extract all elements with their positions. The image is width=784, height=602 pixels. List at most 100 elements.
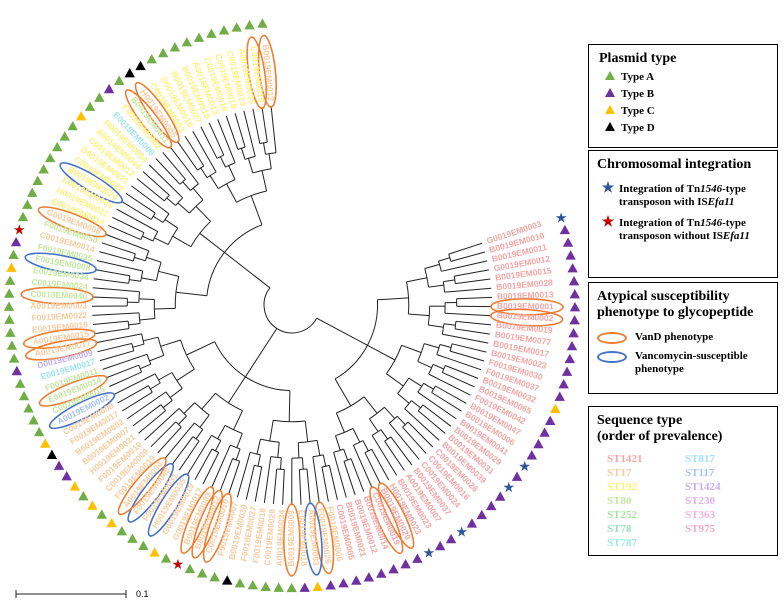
tree-branch [131, 267, 143, 272]
tree-branch [195, 205, 211, 222]
tree-branch [288, 390, 291, 422]
tree-branch [263, 287, 318, 334]
tree-branch [368, 418, 379, 432]
leaf-label: E0019EM0018 [297, 510, 310, 567]
tree-branch [93, 278, 129, 284]
plasmid-type-b-triangle-icon [562, 237, 574, 247]
tree-branch [244, 328, 278, 378]
tree-branch [146, 354, 152, 365]
tree-branch [171, 436, 194, 466]
tree-branch [224, 252, 271, 289]
plasmid-type-a-triangle-icon [4, 288, 15, 298]
tree-branch [335, 435, 341, 451]
tree-branch [139, 363, 151, 370]
tree-branch [149, 354, 164, 362]
tree-branch [104, 233, 139, 248]
plasmid-type-a-triangle-icon [127, 533, 138, 543]
tree-branch [334, 378, 352, 407]
tree-branch [439, 344, 452, 348]
tree-branch [236, 433, 243, 448]
tree-branch [140, 232, 145, 240]
tree-branch [454, 328, 490, 335]
plasmid-type-a-triangle-icon [59, 131, 70, 141]
tree-branch [226, 183, 237, 203]
orange-oval-icon [597, 331, 627, 344]
plasmid-type-a-triangle-icon [32, 175, 43, 186]
vand-phenotype-oval [180, 486, 215, 555]
sequence-type-entry: ST252 [607, 509, 637, 521]
plasmid-type-a-triangle-icon [257, 18, 268, 28]
tree-branch [144, 250, 150, 261]
plasmid-type-c-triangle-icon [550, 403, 561, 414]
tree-branch [157, 426, 182, 454]
blue-star-icon: ★ [503, 481, 516, 496]
tree-branch [225, 115, 239, 150]
tree-branch [125, 192, 156, 214]
plasmid-type-b-triangle-icon [495, 491, 506, 501]
tree-branch [328, 465, 338, 500]
tree-branch [101, 242, 136, 255]
tree-branch [154, 307, 176, 310]
tree-branch [134, 256, 146, 262]
plasmid-type-c-triangle-icon [40, 438, 51, 448]
tree-branch [406, 277, 428, 283]
tree-branch [441, 268, 453, 272]
tree-branch [227, 376, 246, 404]
tree-branch [402, 426, 427, 454]
plasmid-type-d-triangle-icon [222, 575, 233, 585]
tree-branch [154, 373, 161, 384]
tree-branch [186, 444, 206, 476]
vand-phenotype-oval [369, 486, 404, 555]
tree-branch [155, 158, 181, 185]
leaf-label: B0019EM0002 [496, 310, 553, 323]
tree-branch [162, 213, 170, 223]
tree-branch [108, 225, 141, 241]
vand-phenotype-oval [22, 328, 96, 349]
tree-branch [353, 440, 364, 446]
tree-branch [219, 458, 234, 492]
tree-branch [163, 194, 170, 202]
tree-branch [444, 290, 457, 293]
tree-branch [369, 406, 385, 420]
plasmid-type-b-triangle-icon [568, 276, 580, 286]
plasmid-type-a-triangle-icon [169, 42, 181, 52]
tree-branch [235, 448, 241, 461]
tree-branch [208, 122, 225, 156]
tree-branch [322, 454, 327, 467]
tree-branch [112, 216, 145, 234]
tree-branch [270, 456, 282, 459]
tree-branch [243, 110, 253, 146]
tree-branch [120, 200, 152, 220]
purple-triangle-icon [605, 88, 615, 97]
plasmid-type-b-triangle-icon [565, 250, 576, 260]
tree-branch [371, 435, 379, 446]
tree-branch [453, 335, 489, 344]
tree-branch [321, 466, 329, 502]
tree-branch [192, 131, 211, 163]
tree-branch [224, 424, 243, 434]
tree-branch [175, 291, 207, 297]
plasmid-type-b-triangle-icon [10, 236, 22, 247]
blue-star-icon: ★ [518, 460, 531, 475]
legend-type-c: Type C [599, 105, 767, 118]
plasmid-type-a-triangle-icon [22, 199, 33, 209]
plasmid-type-b-triangle-icon [299, 582, 310, 592]
plasmid-type-b-triangle-icon [511, 471, 523, 481]
sequence-type-entry: ST78 [607, 523, 632, 535]
plasmid-type-a-triangle-icon [247, 580, 258, 590]
plasmid-type-b-triangle-icon [338, 578, 349, 588]
tree-branch [449, 343, 453, 352]
plasmid-type-b-triangle-icon [476, 509, 487, 520]
plasmid-type-a-triangle-icon [146, 54, 157, 64]
plasmid-type-b-triangle-icon [351, 575, 362, 585]
plasmid-type-a-triangle-icon [6, 340, 18, 350]
tree-branch [280, 457, 282, 470]
tree-branch [92, 296, 128, 299]
plasmid-type-a-triangle-icon [84, 101, 96, 111]
blue-oval-icon [597, 351, 627, 363]
